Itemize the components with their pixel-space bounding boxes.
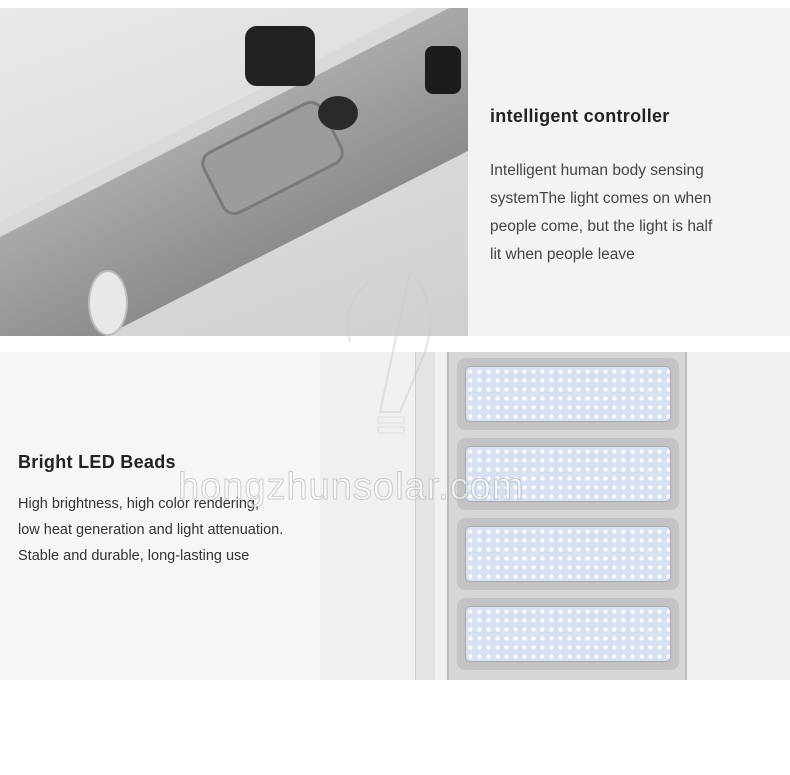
controller-section: intelligent controller Intelligent human… [0,8,790,336]
led-title: Bright LED Beads [18,452,176,472]
led-description: High brightness, high color rendering,lo… [18,496,284,564]
led-panel-image [320,352,790,680]
led-section: Bright LED Beads High brightness, high c… [0,352,790,680]
bulb-watermark-icon [346,269,431,434]
lamp-controller-image [0,8,468,336]
controller-title: intelligent controller [490,106,670,126]
watermark-text: hongzhunsolar.com [178,466,525,509]
